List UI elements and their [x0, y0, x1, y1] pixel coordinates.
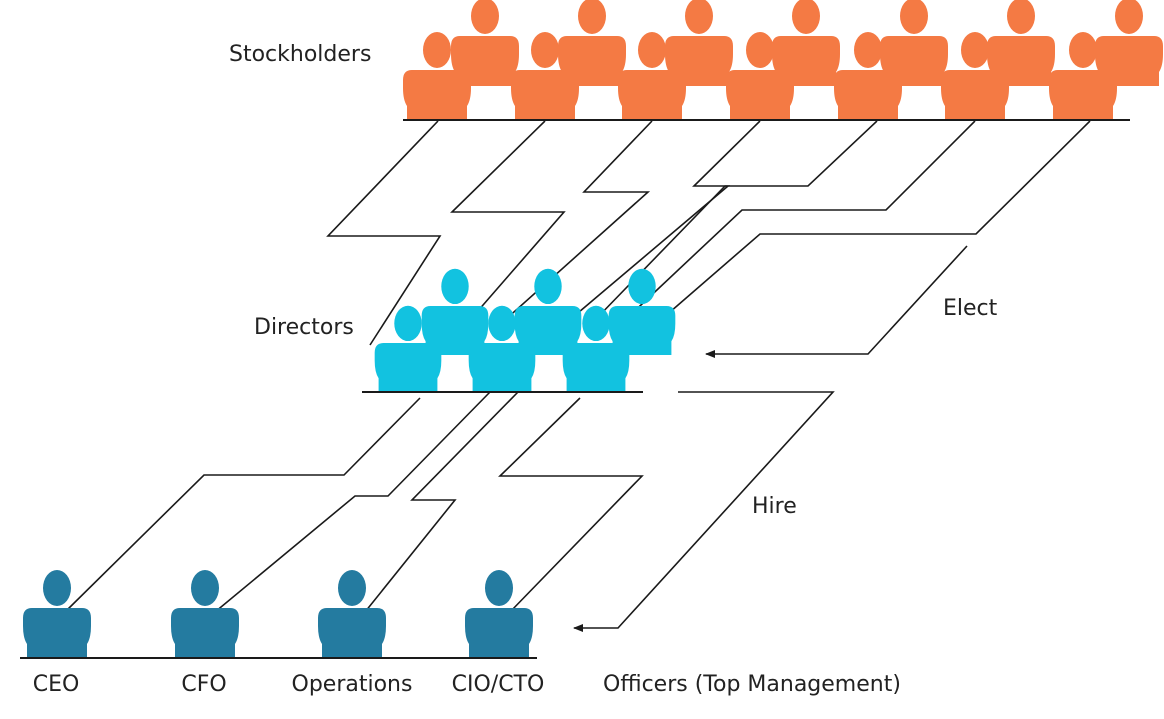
connector-line	[214, 391, 491, 613]
stockholder-person-icon	[834, 32, 902, 120]
officer-title-ceo: CEO	[33, 672, 80, 697]
connector-line	[594, 120, 878, 321]
hire-label: Hire	[752, 494, 797, 519]
director-person-icon	[374, 305, 442, 392]
director-person-icon	[421, 268, 489, 355]
elect-label: Elect	[943, 296, 998, 321]
officers-label: Officers (Top Management)	[603, 672, 901, 697]
stockholders-group	[403, 0, 1163, 120]
officer-title-cfo: CFO	[181, 672, 226, 697]
director-person-icon	[468, 305, 536, 392]
tier-baselines	[20, 119, 1130, 659]
officer-title-operations: Operations	[292, 672, 413, 697]
stockholder-person-icon	[941, 32, 1009, 120]
directors-label: Directors	[254, 315, 354, 340]
director-officer-connectors	[64, 391, 644, 613]
officer-person-icon	[23, 570, 91, 658]
connector-line	[364, 391, 519, 613]
officer-person-icon	[465, 570, 533, 658]
connector-line	[669, 120, 1091, 313]
stockholder-person-icon	[726, 32, 794, 120]
connector-line	[504, 120, 653, 321]
officer-person-icon	[171, 570, 239, 658]
stockholder-person-icon	[403, 32, 471, 120]
stockholder-person-icon	[511, 32, 579, 120]
officer-title-cio-cto: CIO/CTO	[452, 672, 545, 697]
connector-line	[624, 120, 976, 321]
stockholders-label: Stockholders	[229, 42, 371, 67]
director-person-icon	[608, 268, 676, 355]
stockholder-director-connectors	[326, 120, 1091, 346]
stockholder-person-icon	[1049, 32, 1117, 120]
elect-arrow	[705, 245, 968, 358]
flow-arrows	[573, 245, 968, 632]
directors-group	[374, 268, 676, 392]
hire-arrow	[573, 391, 835, 632]
officer-person-icon	[318, 570, 386, 658]
connector-line	[539, 120, 761, 346]
connector-line	[64, 397, 421, 613]
connector-line	[498, 397, 644, 613]
connector-line	[450, 120, 566, 321]
connector-line	[326, 120, 442, 346]
director-person-icon	[562, 305, 630, 392]
officers-group	[23, 570, 533, 658]
director-person-icon	[514, 268, 582, 355]
stockholder-person-icon	[618, 32, 686, 120]
